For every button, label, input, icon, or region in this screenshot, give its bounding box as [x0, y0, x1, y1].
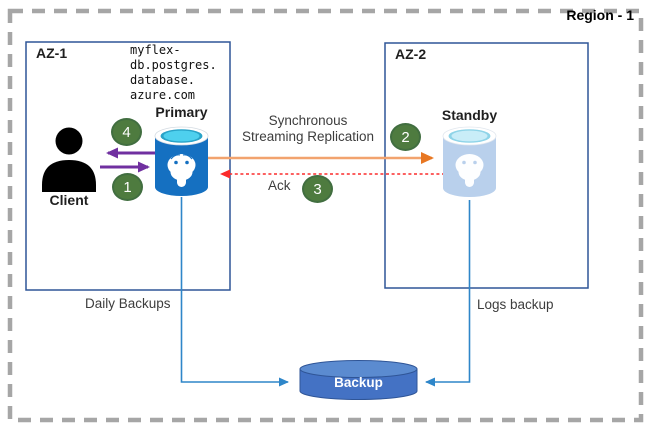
postgres-elephant-glyph: [167, 154, 196, 187]
step-badge-4: 4: [111, 118, 142, 146]
step-badge-1: 1: [112, 173, 143, 201]
daily-backups-label: Daily Backups: [85, 296, 171, 311]
client-label: Client: [49, 192, 89, 208]
standby-label: Standby: [441, 107, 498, 123]
az1-label: AZ-1: [36, 45, 68, 61]
backup-cylinder-icon: [299, 360, 418, 400]
step-badge-3: 3: [302, 175, 333, 203]
region-border: [7, 8, 644, 423]
server-fqdn-label: myflex- db.postgres. database. azure.com: [130, 43, 217, 102]
az1-box: [25, 41, 231, 291]
standby-to-backup-connector: [425, 200, 471, 387]
primary-database-icon: [154, 126, 209, 196]
client-person-icon: [42, 127, 96, 192]
az2-label: AZ-2: [395, 46, 427, 62]
replication-flow-label: Synchronous Streaming Replication: [241, 113, 375, 144]
backup-label: Backup: [334, 375, 383, 390]
logs-backup-label: Logs backup: [477, 297, 554, 312]
ack-flow-label: Ack: [268, 178, 291, 193]
step-badge-2: 2: [390, 123, 421, 151]
postgres-elephant-glyph: [455, 154, 484, 187]
standby-database-icon: [442, 126, 497, 197]
primary-to-backup-connector: [180, 197, 289, 387]
region-label: Region - 1: [566, 7, 634, 23]
az2-box: [384, 42, 589, 289]
primary-label: Primary: [155, 104, 208, 120]
